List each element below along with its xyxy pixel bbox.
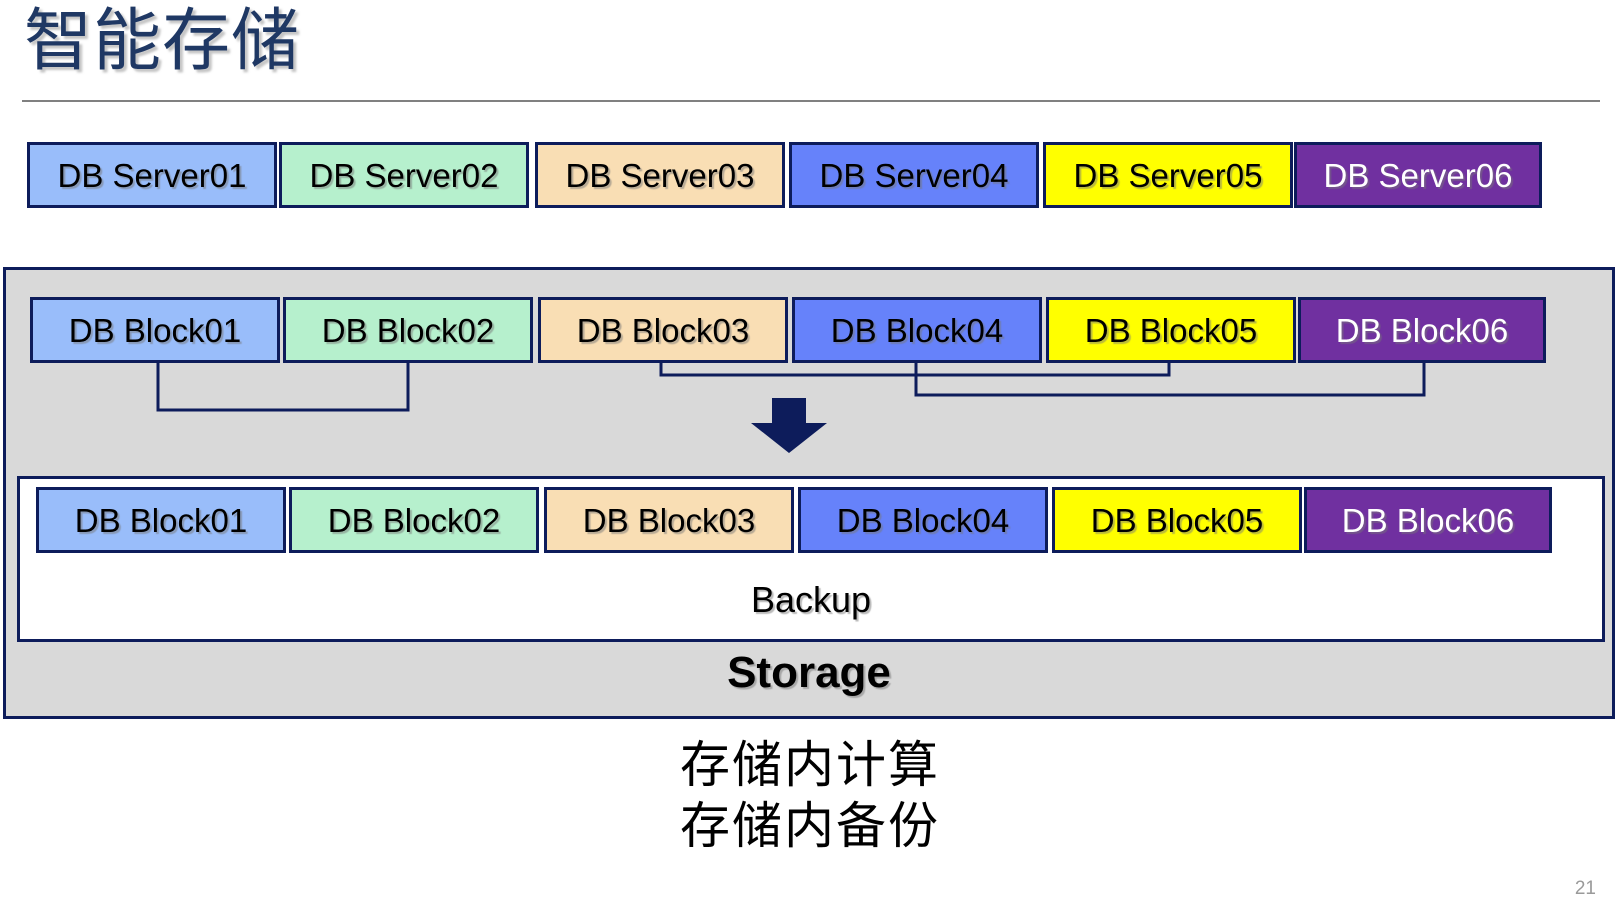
db-server-box-5[interactable]: DB Server05 bbox=[1043, 142, 1293, 208]
db-server-box-2[interactable]: DB Server02 bbox=[279, 142, 529, 208]
db-block-backup-box-3[interactable]: DB Block03 bbox=[544, 487, 794, 553]
db-block-top-box-1[interactable]: DB Block01 bbox=[30, 297, 280, 363]
page-number: 21 bbox=[1574, 878, 1596, 899]
storage-label: Storage bbox=[727, 648, 891, 697]
db-block-top-box-6[interactable]: DB Block06 bbox=[1298, 297, 1546, 363]
caption-line-1: 存储内计算 bbox=[680, 736, 940, 794]
db-block-backup-box-1[interactable]: DB Block01 bbox=[36, 487, 286, 553]
title-divider bbox=[22, 100, 1600, 102]
db-server-box-1[interactable]: DB Server01 bbox=[27, 142, 277, 208]
db-block-backup-box-5[interactable]: DB Block05 bbox=[1052, 487, 1302, 553]
db-block-backup-box-6[interactable]: DB Block06 bbox=[1304, 487, 1552, 553]
caption-block: 存储内计算 存储内备份 bbox=[0, 735, 1620, 857]
db-block-backup-box-2[interactable]: DB Block02 bbox=[289, 487, 539, 553]
db-block-backup-box-4[interactable]: DB Block04 bbox=[798, 487, 1048, 553]
caption-line-2: 存储内备份 bbox=[680, 797, 940, 855]
db-server-box-6[interactable]: DB Server06 bbox=[1294, 142, 1542, 208]
db-block-top-box-5[interactable]: DB Block05 bbox=[1046, 297, 1296, 363]
db-server-box-4[interactable]: DB Server04 bbox=[789, 142, 1039, 208]
db-block-top-box-3[interactable]: DB Block03 bbox=[538, 297, 788, 363]
db-block-top-box-4[interactable]: DB Block04 bbox=[792, 297, 1042, 363]
page-title: 智能存储 bbox=[24, 3, 301, 79]
backup-label: Backup bbox=[750, 579, 872, 620]
db-block-top-box-2[interactable]: DB Block02 bbox=[283, 297, 533, 363]
db-server-box-3[interactable]: DB Server03 bbox=[535, 142, 785, 208]
